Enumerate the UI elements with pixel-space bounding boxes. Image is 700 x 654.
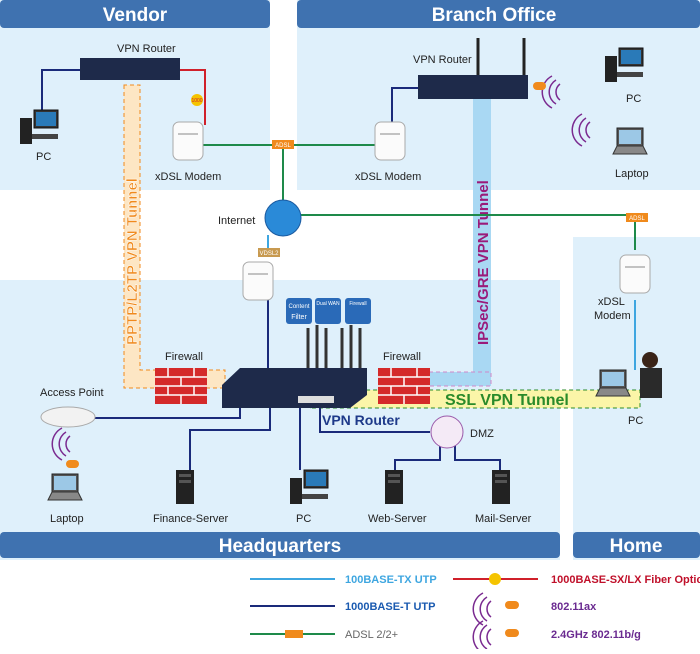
home-user-icon: [642, 352, 658, 368]
firewall-right-icon: [377, 367, 431, 405]
dmz-switch-icon: [430, 415, 464, 449]
legend: 100BASE-TX UTP 1000BASE-T UTP ADSL 2/2+ …: [250, 573, 700, 654]
legend-tx: 100BASE-TX UTP: [345, 574, 437, 586]
finance-server-label: Finance-Server: [153, 513, 229, 525]
hq-modem-icon: [242, 261, 274, 301]
feature-dual-wan: Dual WAN: [316, 301, 340, 307]
mail-server-icon: [492, 470, 510, 504]
access-point-label: Access Point: [40, 387, 104, 399]
branch-laptop-label: Laptop: [615, 168, 649, 180]
adsl-badge-home-text: ADSL: [629, 216, 645, 222]
feature-content-filter-2: Filter: [291, 314, 307, 321]
feature-badges: Content Filter Dual WAN Firewall: [286, 298, 371, 324]
legend-fiber: 1000BASE-SX/LX Fiber Optic: [551, 574, 700, 586]
hq-vpn-router: [222, 368, 367, 408]
finance-server-icon: [176, 470, 194, 504]
hq-pc-label: PC: [296, 513, 311, 525]
hq-header: [0, 532, 560, 558]
vendor-title: Vendor: [103, 5, 168, 26]
ssl-tunnel-label: SSL VPN Tunnel: [445, 392, 569, 409]
mail-server-label: Mail-Server: [475, 513, 532, 525]
web-server-label: Web-Server: [368, 513, 427, 525]
home-pc-label: PC: [628, 415, 643, 427]
branch-pc-label: PC: [626, 93, 641, 105]
home-title: Home: [610, 536, 663, 557]
branch-modem-icon: [374, 121, 406, 161]
firewall-right-label: Firewall: [383, 351, 421, 363]
vdsl-badge-text: VDSL2: [259, 251, 279, 257]
web-server-icon: [385, 470, 403, 504]
legend-bg: 2.4GHz 802.11b/g: [551, 629, 641, 641]
home-modem-label-2: Modem: [594, 310, 631, 322]
feature-firewall: Firewall: [349, 301, 366, 307]
ax-badge: [533, 82, 546, 90]
vendor-header: [0, 0, 270, 28]
vendor-modem-label: xDSL Modem: [155, 171, 221, 183]
branch-laptop-icon: [612, 127, 648, 155]
adsl-badge-text: ADSL: [275, 143, 291, 149]
vendor-modem-icon: [172, 121, 204, 161]
branch-title: Branch Office: [432, 5, 557, 26]
vdsl-badge: [258, 248, 280, 257]
fiber-badge-icon: [191, 94, 203, 106]
bg-badge: [66, 460, 79, 468]
branch-header: [297, 0, 700, 28]
firewall-left-icon: [154, 367, 208, 405]
pptp-tunnel: [123, 84, 226, 389]
vendor-pc-label: PC: [36, 151, 51, 163]
fiber-badge: 1000: [191, 98, 202, 104]
legend-ax: 802.11ax: [551, 601, 597, 613]
ipsec-tunnel: [473, 95, 491, 385]
adsl-badge-home: [626, 213, 648, 222]
branch-modem-label: xDSL Modem: [355, 171, 421, 183]
adsl-badge-vendor: [272, 140, 294, 149]
hq-laptop-icon: [47, 473, 83, 501]
hq-title: Headquarters: [219, 536, 342, 557]
hq-router-label: VPN Router: [322, 412, 400, 428]
internet-label: Internet: [218, 215, 255, 227]
vendor-router-label: VPN Router: [117, 43, 176, 55]
branch-vpn-router: [418, 75, 528, 99]
dmz-label: DMZ: [470, 428, 494, 440]
home-modem-label-1: xDSL: [598, 296, 625, 308]
branch-router-label: VPN Router: [413, 54, 472, 66]
router-antennas: [306, 325, 362, 372]
hq-laptop-label: Laptop: [50, 513, 84, 525]
home-modem-icon: [619, 254, 651, 294]
legend-t: 1000BASE-T UTP: [345, 601, 435, 613]
pptp-tunnel-label: PPTP/L2TP VPN Tunnel: [124, 178, 141, 345]
access-point-icon: [40, 406, 96, 428]
home-laptop-icon: [595, 369, 631, 397]
feature-content-filter: Content: [288, 304, 309, 310]
ipsec-tunnel-label: IPSec/GRE VPN Tunnel: [475, 180, 492, 345]
home-header: [573, 532, 700, 558]
firewall-left-label: Firewall: [165, 351, 203, 363]
legend-adsl: ADSL 2/2+: [345, 629, 398, 641]
vendor-vpn-router: [80, 58, 180, 80]
internet-globe-icon: [264, 199, 302, 237]
